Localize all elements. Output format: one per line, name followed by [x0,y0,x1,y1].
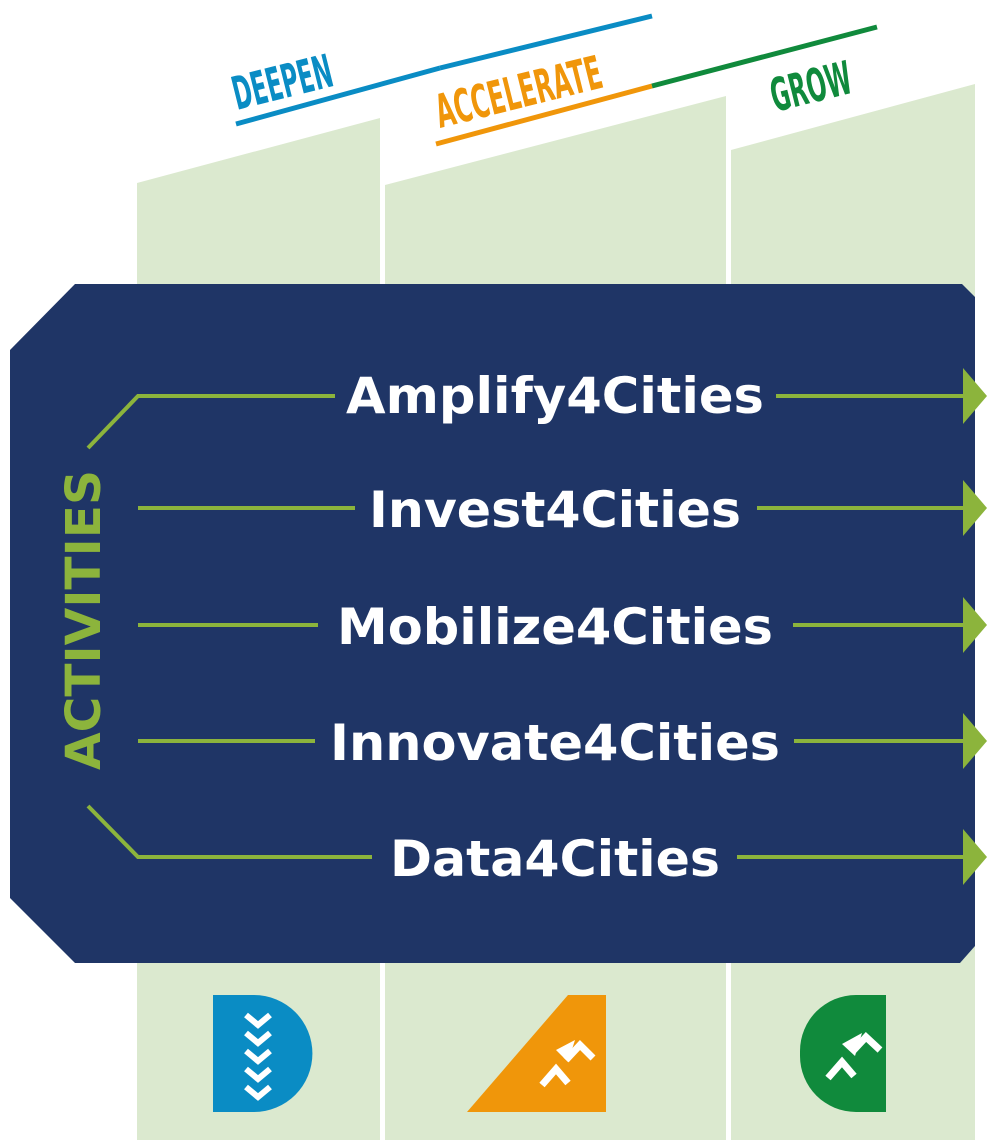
column-titles: DEEPEN ACCELERATE GROW [227,13,878,147]
activity-label-mobilize: Mobilize4Cities [337,598,773,656]
activity-row: Invest4Cities [138,480,987,539]
bracket-bottom [86,804,372,859]
accelerate-icon [467,995,606,1112]
arrowhead-icon [963,368,987,424]
arrowhead-icon [963,713,987,769]
activities-side-label: ACTIVITIES [56,470,112,770]
bracket-top [86,394,335,450]
arrowhead-icon [963,480,987,536]
activity-row: Innovate4Cities [138,713,987,772]
arrowhead-icon [963,597,987,653]
activity-label-innovate: Innovate4Cities [330,714,780,772]
activity-label-data: Data4Cities [390,830,720,888]
bracket-lines [86,394,372,859]
activity-row: Amplify4Cities [346,367,987,425]
activity-row: Mobilize4Cities [138,597,987,656]
grow-topline [651,24,878,89]
arrowhead-icon [963,829,987,885]
activity-label-invest: Invest4Cities [369,481,741,539]
deepen-underline [235,65,441,127]
accelerate-underline [435,83,653,147]
deepen-icon [213,995,313,1112]
column-title-accelerate: ACCELERATE [430,46,608,139]
column-title-grow: GROW [765,51,857,123]
activities-panel [10,284,975,963]
activity-row: Data4Cities [390,829,987,888]
activity-label-amplify: Amplify4Cities [346,367,764,425]
grow-icon [800,995,886,1112]
accelerate-top-line [439,13,653,71]
